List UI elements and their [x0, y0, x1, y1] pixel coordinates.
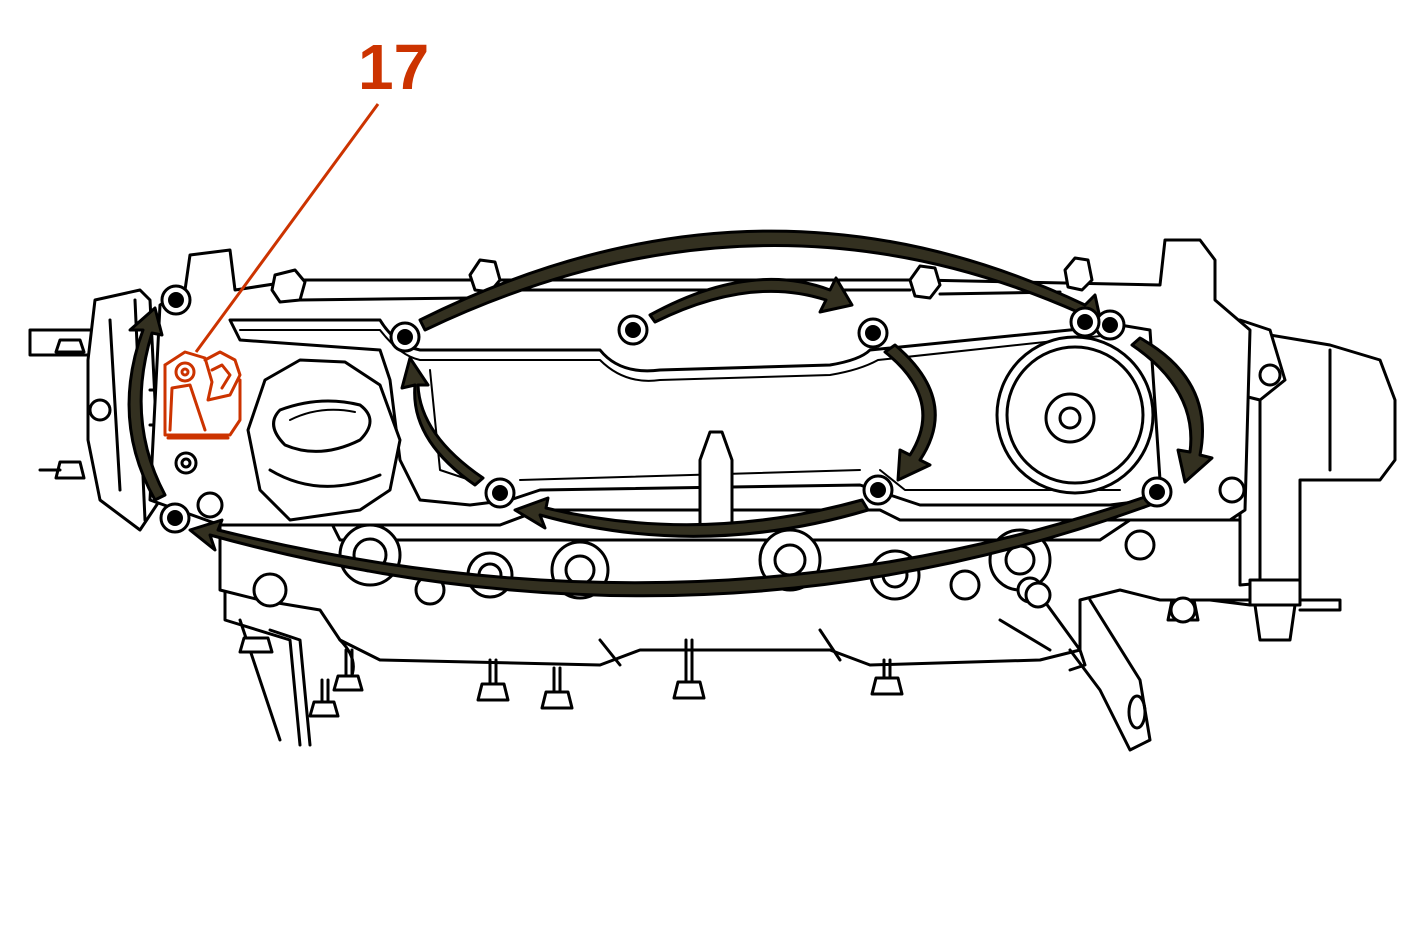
stud-cap	[1024, 581, 1052, 609]
stud-cap	[196, 491, 224, 519]
cover-bolt-head	[168, 292, 184, 308]
oil-filler-cap	[246, 358, 402, 522]
sequence-arrow	[400, 356, 485, 487]
sequence-arrow	[648, 276, 854, 324]
sequence-arrow	[513, 496, 870, 538]
sequence-arrow	[1130, 336, 1214, 484]
sequence-arrow	[188, 495, 1152, 598]
pcv-disc	[995, 335, 1155, 495]
camshaft-position-sensor-icon	[163, 350, 242, 440]
bolt-group	[159, 284, 1173, 534]
stud-cap	[1169, 596, 1197, 624]
cover-bolt-head	[1077, 314, 1093, 330]
tightening-sequence-arrows	[127, 229, 1214, 598]
cover-bolt-head	[870, 482, 886, 498]
callout-leader-line	[194, 103, 380, 353]
valve-cover	[148, 238, 1252, 532]
cover-bolt-head	[1149, 484, 1165, 500]
stud-cap	[1218, 476, 1246, 504]
cover-bolt-head	[167, 510, 183, 526]
cylinder-head-lower	[218, 508, 1252, 752]
stud-group	[196, 476, 1246, 624]
cover-bolt-head	[492, 485, 508, 501]
cover-bolt-head	[625, 322, 641, 338]
sequence-arrow	[883, 343, 937, 482]
cover-bolt-head	[397, 329, 413, 345]
cover-bolt-head	[865, 325, 881, 341]
callout-number: 17	[358, 31, 429, 103]
sequence-arrow	[127, 306, 167, 502]
cover-bolt-head	[1102, 317, 1118, 333]
